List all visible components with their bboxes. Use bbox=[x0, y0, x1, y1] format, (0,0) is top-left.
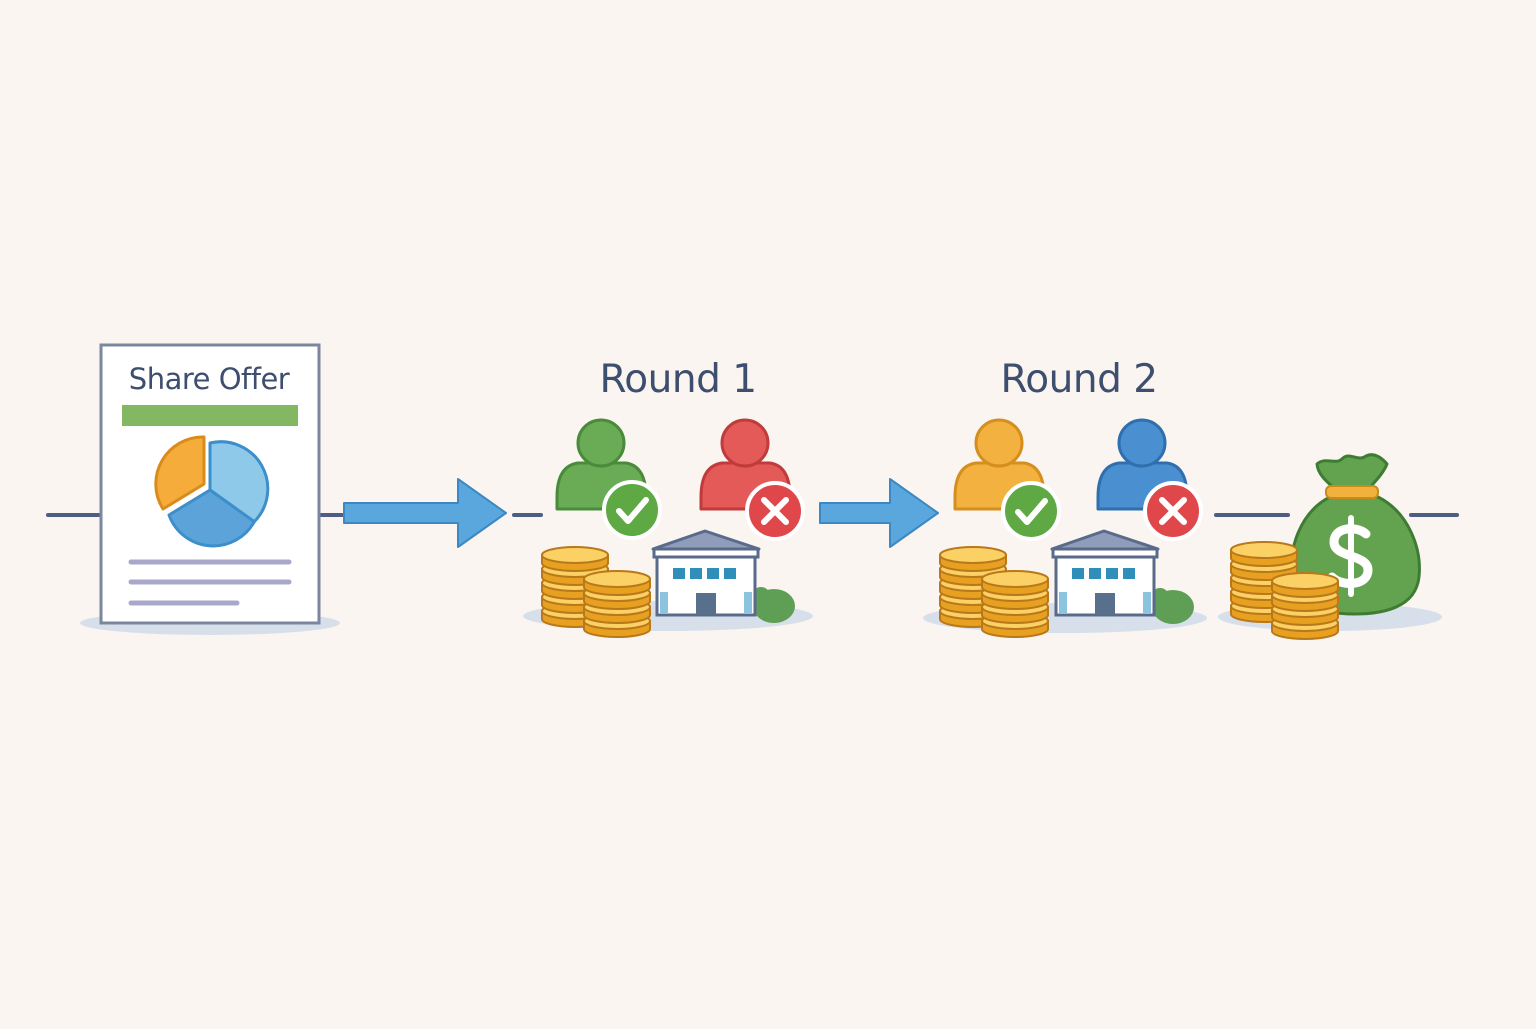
pie-chart-icon bbox=[154, 435, 270, 548]
coin-stack-icon bbox=[981, 570, 1049, 638]
share-offer-document bbox=[80, 343, 340, 635]
check-icon bbox=[602, 480, 662, 540]
round-2-title: Round 2 bbox=[1000, 357, 1158, 402]
document-title: Share Offer bbox=[128, 362, 290, 396]
funds-raised-stage bbox=[1218, 453, 1442, 640]
document-text-lines bbox=[128, 559, 292, 606]
bank-building-icon bbox=[1050, 529, 1194, 624]
check-icon bbox=[1001, 481, 1061, 541]
document-title-bar bbox=[122, 405, 298, 426]
coin-stack-icon bbox=[583, 570, 651, 638]
bank-building-icon bbox=[651, 529, 795, 623]
dollar-sign-icon bbox=[1327, 515, 1373, 597]
arrow-right-icon bbox=[343, 478, 507, 548]
round-1-stage bbox=[523, 418, 813, 638]
round-1-title: Round 1 bbox=[599, 357, 757, 402]
coin-stack-icon bbox=[1271, 572, 1339, 640]
person-icon bbox=[699, 418, 792, 511]
cross-icon bbox=[745, 481, 805, 541]
arrow-right-icon bbox=[819, 478, 939, 548]
round-2-stage bbox=[923, 418, 1207, 638]
cross-icon bbox=[1143, 481, 1203, 541]
